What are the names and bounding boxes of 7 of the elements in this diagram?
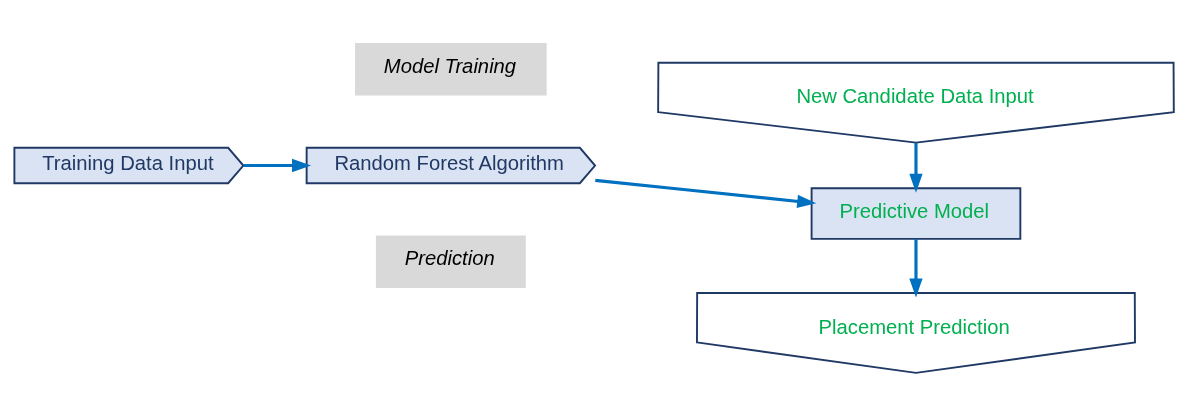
arrow xyxy=(909,238,923,297)
arrow xyxy=(243,158,312,172)
arrow xyxy=(909,142,923,193)
label: Prediction xyxy=(404,246,495,269)
node-box: Predictive Model xyxy=(810,186,1022,240)
label: Model Training xyxy=(383,54,517,77)
arrow xyxy=(595,178,817,208)
